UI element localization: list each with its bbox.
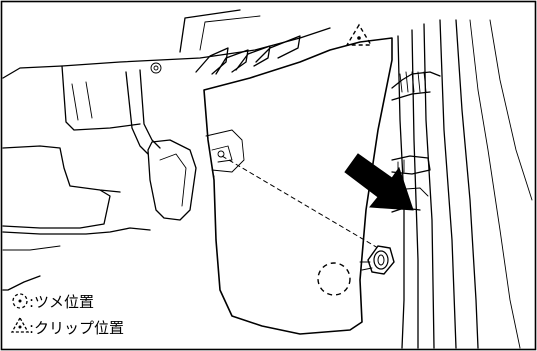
claw-position-marker [317,262,351,296]
slotted-bracket [195,35,301,75]
clip-position-marker [345,23,373,46]
dashed-triangle-icon [10,316,30,333]
legend: :ツメ位置 :クリップ位置 [10,293,124,337]
accelerator-pedal [125,62,197,221]
legend-item-claw: :ツメ位置 [12,293,94,311]
dashboard-lines [2,9,331,291]
removal-direction-arrow [344,153,414,211]
alignment-dashed-line [221,155,379,249]
legend-item-clip: :クリップ位置 [10,316,124,337]
side-trim-panel [203,37,393,335]
legend-label-claw: :ツメ位置 [29,293,94,311]
screw-bolt [359,245,395,275]
dashed-circle-icon [12,293,28,309]
legend-label-clip: :クリップ位置 [29,319,124,337]
